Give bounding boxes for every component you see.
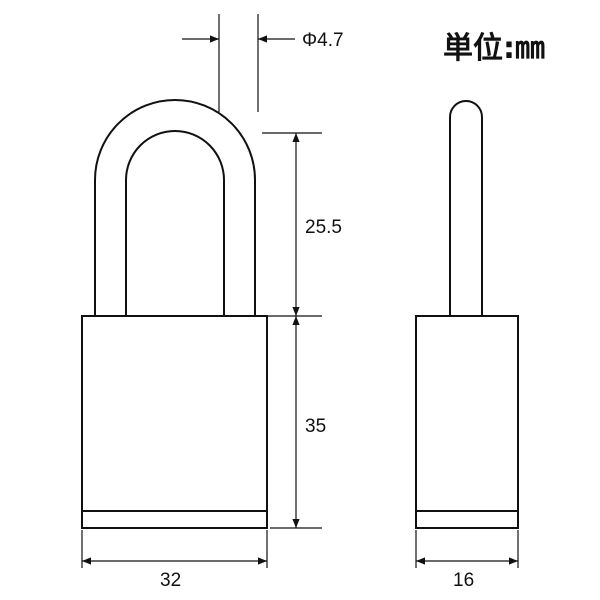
lock-body	[81, 315, 268, 529]
body-height-dimension	[270, 316, 322, 529]
shackle-diameter-dimension	[182, 14, 295, 112]
body-width-label: 32	[160, 570, 181, 591]
shackle-inner	[125, 130, 225, 316]
side-body	[415, 315, 519, 529]
front-view	[81, 99, 268, 529]
side-view	[415, 100, 519, 529]
side-shackle	[449, 100, 483, 316]
shackle-diameter-label: Φ4.7	[302, 30, 344, 51]
body-thickness-label: 16	[453, 570, 474, 591]
body-height-label: 35	[305, 416, 326, 437]
shackle-clearance-label: 25.5	[305, 217, 342, 238]
shackle-clearance-dimension	[262, 132, 322, 317]
body-width-dimension	[81, 530, 268, 568]
unit-label: 単位:㎜	[443, 31, 545, 66]
shackle-outer	[94, 99, 256, 316]
body-thickness-dimension	[415, 530, 519, 568]
